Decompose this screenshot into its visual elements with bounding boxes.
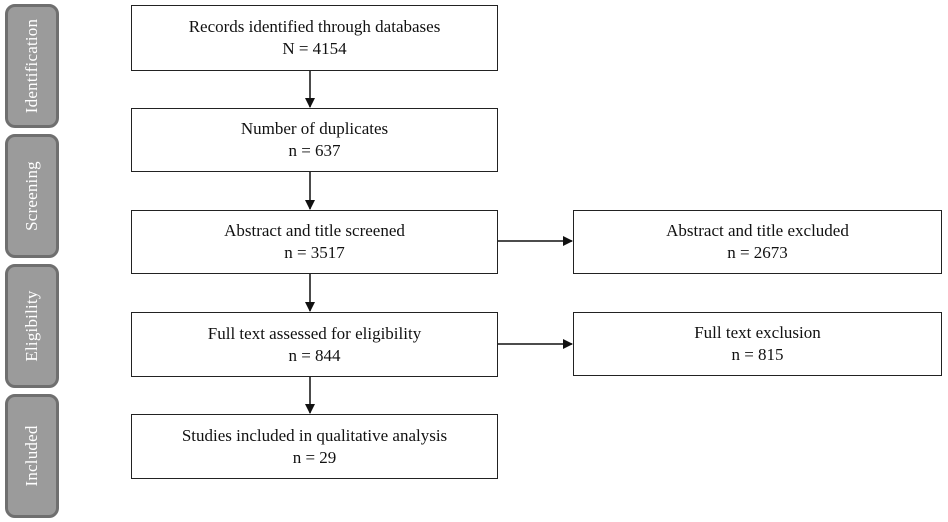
studies-included-count: n = 29 bbox=[292, 447, 337, 467]
box-abstract-screened: Abstract and title screened n = 3517 bbox=[131, 210, 498, 274]
full-text-excluded-title: Full text exclusion bbox=[694, 323, 821, 342]
abstract-screened-count: n = 3517 bbox=[284, 243, 345, 262]
abstract-screened-title: Abstract and title screened bbox=[224, 221, 405, 240]
phase-included: Included bbox=[5, 394, 59, 518]
box-records-identified: Records identified through databases N =… bbox=[131, 5, 498, 71]
box-studies-included: Studies included in qualitative analysis… bbox=[131, 414, 498, 479]
box-abstract-excluded: Abstract and title excluded n = 2673 bbox=[573, 210, 942, 274]
full-text-assessed-count: n = 844 bbox=[288, 345, 341, 365]
phase-eligibility: Eligibility bbox=[5, 264, 59, 388]
box-duplicates: Number of duplicates n = 637 bbox=[131, 108, 498, 172]
studies-included-title: Studies included in qualitative analysis bbox=[181, 425, 448, 445]
full-text-excluded-count: n = 815 bbox=[731, 345, 784, 364]
records-identified-title: Records identified through databases bbox=[188, 17, 441, 36]
phase-screening: Screening bbox=[5, 134, 59, 258]
box-full-text-assessed: Full text assessed for eligibility n = 8… bbox=[131, 312, 498, 377]
abstract-excluded-count: n = 2673 bbox=[727, 243, 788, 262]
phase-identification: Identification bbox=[5, 4, 59, 128]
duplicates-count: n = 637 bbox=[288, 141, 341, 160]
records-identified-count: N = 4154 bbox=[282, 39, 347, 58]
full-text-assessed-title: Full text assessed for eligibility bbox=[207, 323, 422, 343]
duplicates-title: Number of duplicates bbox=[240, 119, 389, 138]
abstract-excluded-title: Abstract and title excluded bbox=[666, 221, 849, 240]
box-full-text-excluded: Full text exclusion n = 815 bbox=[573, 312, 942, 376]
